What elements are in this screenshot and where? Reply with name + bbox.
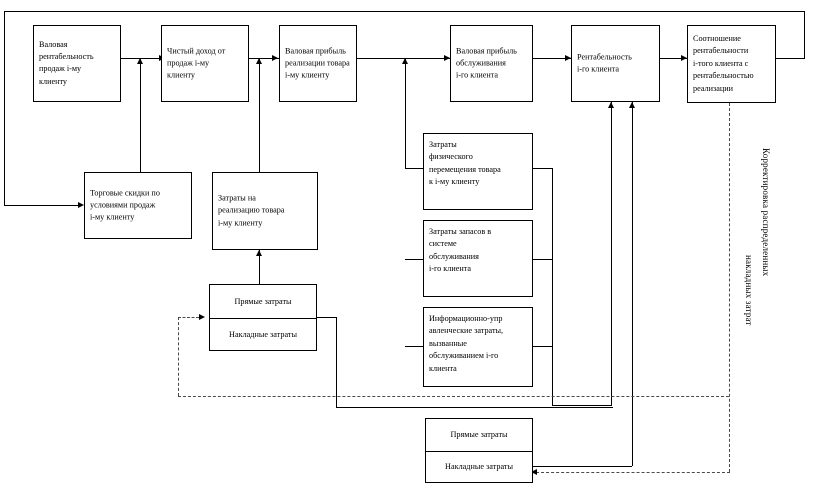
cost-split-lower[interactable]: Прямые затраты Накладные затраты	[425, 418, 533, 483]
connector-cost-bus-to-profitability	[552, 405, 612, 406]
box-gross-profit-service[interactable]: Валовая прибыль обслуживания i-го клиент…	[450, 25, 533, 102]
connector-box2-to-box3	[249, 58, 280, 59]
connector-sales-costs-up	[259, 58, 260, 172]
connector-upper-overhead-right	[317, 317, 336, 318]
box-net-income-sales[interactable]: Чистый доход от продаж i-му клиенту	[161, 25, 249, 102]
dashed-correction-mid	[178, 396, 729, 397]
box-physical-movement-costs-label: Затраты физического перемещения товара к…	[429, 140, 501, 187]
connector-inventory-left	[405, 259, 423, 260]
connector-box4-to-box5	[533, 58, 571, 59]
box-sales-costs[interactable]: Затраты на реализацию товара i-му клиент…	[212, 172, 318, 250]
dashed-correction-bottom	[536, 472, 730, 473]
arrowhead-service-costs-bus	[401, 58, 408, 64]
box-ratio-profitability[interactable]: Соотношение рентабельности i-того клиент…	[687, 25, 776, 103]
connector-top-outer-horizontal	[4, 11, 805, 12]
box-ratio-profitability-label: Соотношение рентабельности i-того клиент…	[693, 33, 754, 93]
arrowhead-box5-to-box6	[681, 54, 687, 61]
connector-upper-overhead-rail	[336, 407, 613, 408]
box-gross-profit-goods[interactable]: Валовая прибыль реализации товара i-му к…	[279, 25, 357, 102]
arrowhead-box4-to-box5	[565, 54, 571, 61]
box-trade-discounts-label: Торговые скидки по условиями продаж i-му…	[90, 187, 160, 222]
box-profitability-client-label: Рентабельность i-го клиента	[577, 52, 632, 74]
connector-ratio-box-right-stub	[776, 58, 805, 59]
arrowhead-to-trade-discounts	[78, 201, 84, 208]
dashed-correction-to-upper-overhead	[178, 317, 199, 318]
connector-profitability-right-feed	[632, 102, 633, 466]
arrowhead-dashed-to-upper-overhead	[199, 313, 205, 320]
box-sales-costs-label: Затраты на реализацию товара i-му клиент…	[218, 193, 285, 228]
cost-split-upper[interactable]: Прямые затраты Накладные затраты	[209, 284, 317, 351]
arrowhead-upper-split-to-sales-costs	[255, 250, 262, 256]
connector-top-outer-left-vertical	[4, 11, 5, 205]
connector-lower-split-to-right-feed	[533, 466, 632, 467]
box-gross-profitability-sales[interactable]: Валовая рентабельность продаж i-му клиен…	[33, 25, 121, 102]
connector-info-right	[533, 346, 553, 347]
arrowhead-trade-discounts-up	[136, 58, 143, 64]
box-info-management-costs[interactable]: Информационно-упр авленческие затраты, в…	[423, 307, 533, 387]
cost-split-upper-overhead[interactable]: Накладные затраты	[210, 317, 316, 351]
connector-to-trade-discounts	[4, 205, 78, 206]
box-gross-profit-service-label: Валовая прибыль обслуживания i-го клиент…	[456, 45, 517, 80]
box-inventory-costs-label: Затраты запасов в системе обслуживания i…	[429, 227, 492, 274]
connector-service-costs-bus-vertical	[405, 58, 406, 168]
connector-inventory-right	[533, 259, 553, 260]
arrowhead-dashed-to-lower-overhead	[531, 468, 537, 475]
box-inventory-costs[interactable]: Затраты запасов в системе обслуживания i…	[423, 220, 533, 297]
box-net-income-sales-label: Чистый доход от продаж i-му клиенту	[167, 45, 226, 80]
arrowhead-profitability-right-feed	[628, 102, 635, 108]
box-info-management-costs-label: Информационно-упр авленческие затраты, в…	[429, 314, 504, 373]
connector-box5-to-box6	[660, 58, 687, 59]
cost-split-upper-direct[interactable]: Прямые затраты	[234, 296, 292, 306]
connector-profitability-left-feed	[611, 102, 612, 405]
connector-info-left	[405, 346, 423, 347]
connector-top-outer-right-vertical	[804, 11, 805, 58]
dashed-correction-vertical-left	[178, 317, 179, 396]
box-trade-discounts[interactable]: Торговые скидки по условиями продаж i-му…	[84, 172, 192, 239]
cost-split-lower-overhead[interactable]: Накладные затраты	[426, 450, 532, 483]
connector-cost-boxes-right-bus	[552, 168, 553, 346]
connector-upper-split-to-sales-costs	[259, 250, 260, 284]
arrowhead-profitability-left-feed	[607, 102, 614, 108]
cost-split-lower-direct[interactable]: Прямые затраты	[450, 430, 508, 440]
dashed-correction-vertical-right	[729, 103, 730, 472]
connector-physical-movement-right	[533, 168, 553, 169]
label-correction-line2: накладных затрат	[744, 255, 754, 326]
arrowhead-box2-to-box3	[272, 54, 278, 61]
arrowhead-sales-costs-up	[255, 58, 262, 64]
box-physical-movement-costs[interactable]: Затраты физического перемещения товара к…	[423, 133, 533, 210]
connector-upper-overhead-down	[336, 317, 337, 407]
box-gross-profitability-sales-label: Валовая рентабельность продаж i-му клиен…	[39, 39, 94, 86]
arrowhead-box3-to-box4	[444, 54, 450, 61]
connector-cost-bus-down	[552, 346, 553, 405]
connector-physical-movement-left	[405, 168, 423, 169]
box-profitability-client[interactable]: Рентабельность i-го клиента	[571, 25, 660, 102]
label-correction-line1: Корректировка распределенных	[761, 148, 771, 277]
connector-trade-discounts-up	[140, 58, 141, 172]
box-gross-profit-goods-label: Валовая прибыль реализации товара i-му к…	[285, 45, 350, 80]
